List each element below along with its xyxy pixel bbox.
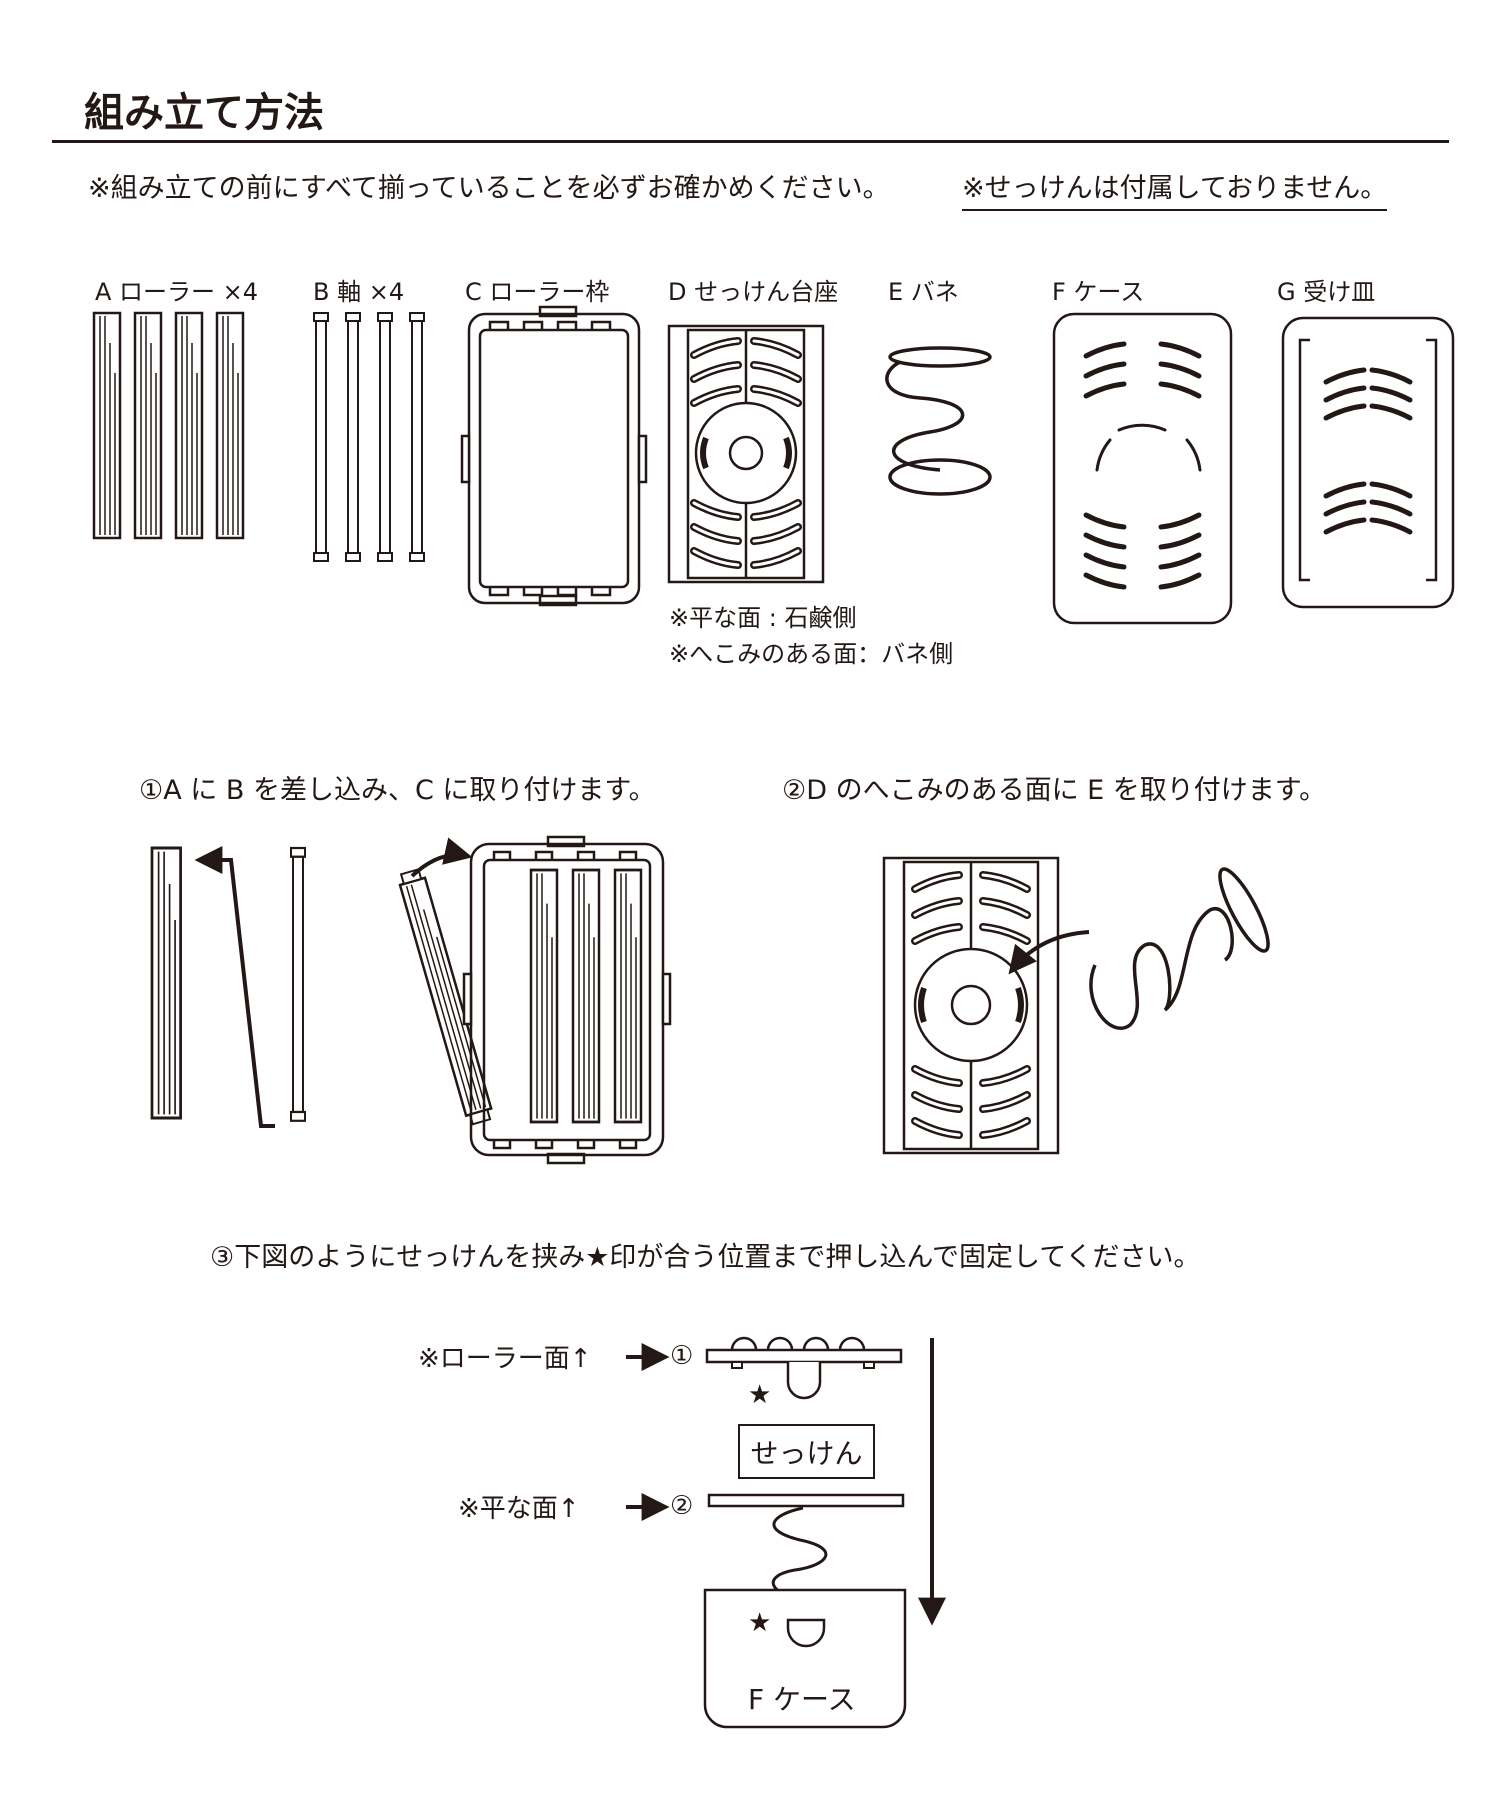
marker-2: ② <box>670 1491 694 1521</box>
step-2-illustration <box>882 856 1270 1155</box>
part-label-e: E バネ <box>888 278 959 306</box>
soap-label: せっけん <box>750 1436 863 1470</box>
part-e-spring <box>885 346 992 496</box>
marker-1: ① <box>670 1341 694 1371</box>
part-label-b: B 軸 ×4 <box>313 278 405 306</box>
step-1-instruction: ①A に B を差し込み、C に取り付けます。 <box>139 775 656 806</box>
part-label-d: D せっけん台座 <box>668 278 839 306</box>
part-label-c: C ローラー枠 <box>465 278 610 306</box>
step-3-instruction: ③下図のようにせっけんを挟み★印が合う位置まで押し込んで固定してください。 <box>210 1242 1201 1273</box>
title-underline <box>52 140 1449 143</box>
part-c-roller-frame <box>460 305 648 607</box>
step-3-illustration <box>626 1336 946 1729</box>
soap-not-included-note: ※せっけんは付属しておりません。 <box>962 166 1388 211</box>
part-label-a: A ローラー ×4 <box>95 278 259 306</box>
part-g-tray <box>1281 316 1455 609</box>
part-label-g: G 受け皿 <box>1277 278 1376 306</box>
part-a-rollers <box>92 311 245 540</box>
part-b-shafts <box>313 312 425 562</box>
flat-side-note: ※平な面 : 石鹸側 <box>669 604 857 632</box>
part-f-case <box>1052 312 1233 625</box>
case-label: F ケース <box>748 1683 856 1716</box>
star-marker-case: ★ <box>748 1608 772 1638</box>
recess-side-note: ※へこみのある面：バネ側 <box>669 640 954 668</box>
flat-side-label: ※平な面↑ <box>458 1494 580 1524</box>
part-label-f: F ケース <box>1052 278 1145 306</box>
step-1-illustration <box>150 835 672 1165</box>
check-all-note: ※組み立ての前にすべて揃っていることを必ずお確かめください。 <box>88 173 890 204</box>
step-2-instruction: ②D のへこみのある面に E を取り付けます。 <box>782 775 1327 806</box>
soap-block: せっけん <box>738 1424 875 1479</box>
page-title: 組み立て方法 <box>84 90 324 136</box>
roller-side-label: ※ローラー面↑ <box>418 1344 592 1374</box>
star-marker-roller: ★ <box>748 1380 772 1410</box>
part-d-soap-base <box>667 324 825 584</box>
